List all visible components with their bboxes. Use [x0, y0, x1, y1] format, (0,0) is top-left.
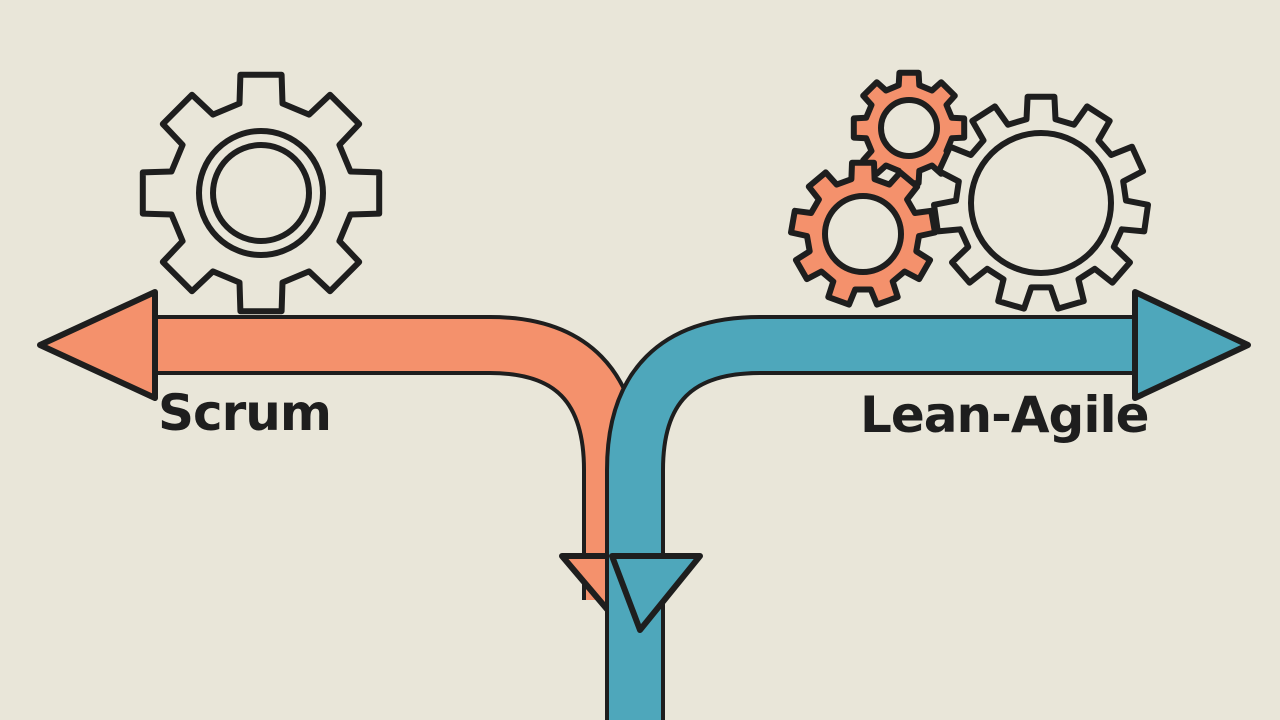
scrum-label: Scrum — [158, 384, 331, 442]
lean-agile-path-arrowhead — [1132, 289, 1251, 401]
lean-agile-path-arrow — [605, 289, 1251, 720]
large-outline-gear-icon — [931, 93, 1151, 312]
scrum-path-arrow — [37, 289, 642, 618]
lean-agile-path-down-arrowhead — [609, 553, 703, 633]
medium-orange-gear-icon — [788, 159, 938, 308]
gear-r3-hole — [968, 130, 1114, 276]
gear-left-hole — [196, 128, 326, 258]
single-gear-icon — [139, 71, 383, 315]
lean-agile-path-body — [609, 319, 1150, 720]
gear-r1-hole — [878, 97, 940, 159]
gear-left-inner-ring — [210, 142, 312, 244]
scrum-path-arrowhead — [37, 289, 158, 401]
small-orange-gear-icon — [850, 69, 968, 187]
gear-cluster-icon — [788, 69, 1151, 312]
gear-r2-hole — [822, 193, 904, 275]
lean-agile-label: Lean-Agile — [860, 386, 1149, 444]
scrum-path-down-arrowhead — [559, 553, 615, 618]
